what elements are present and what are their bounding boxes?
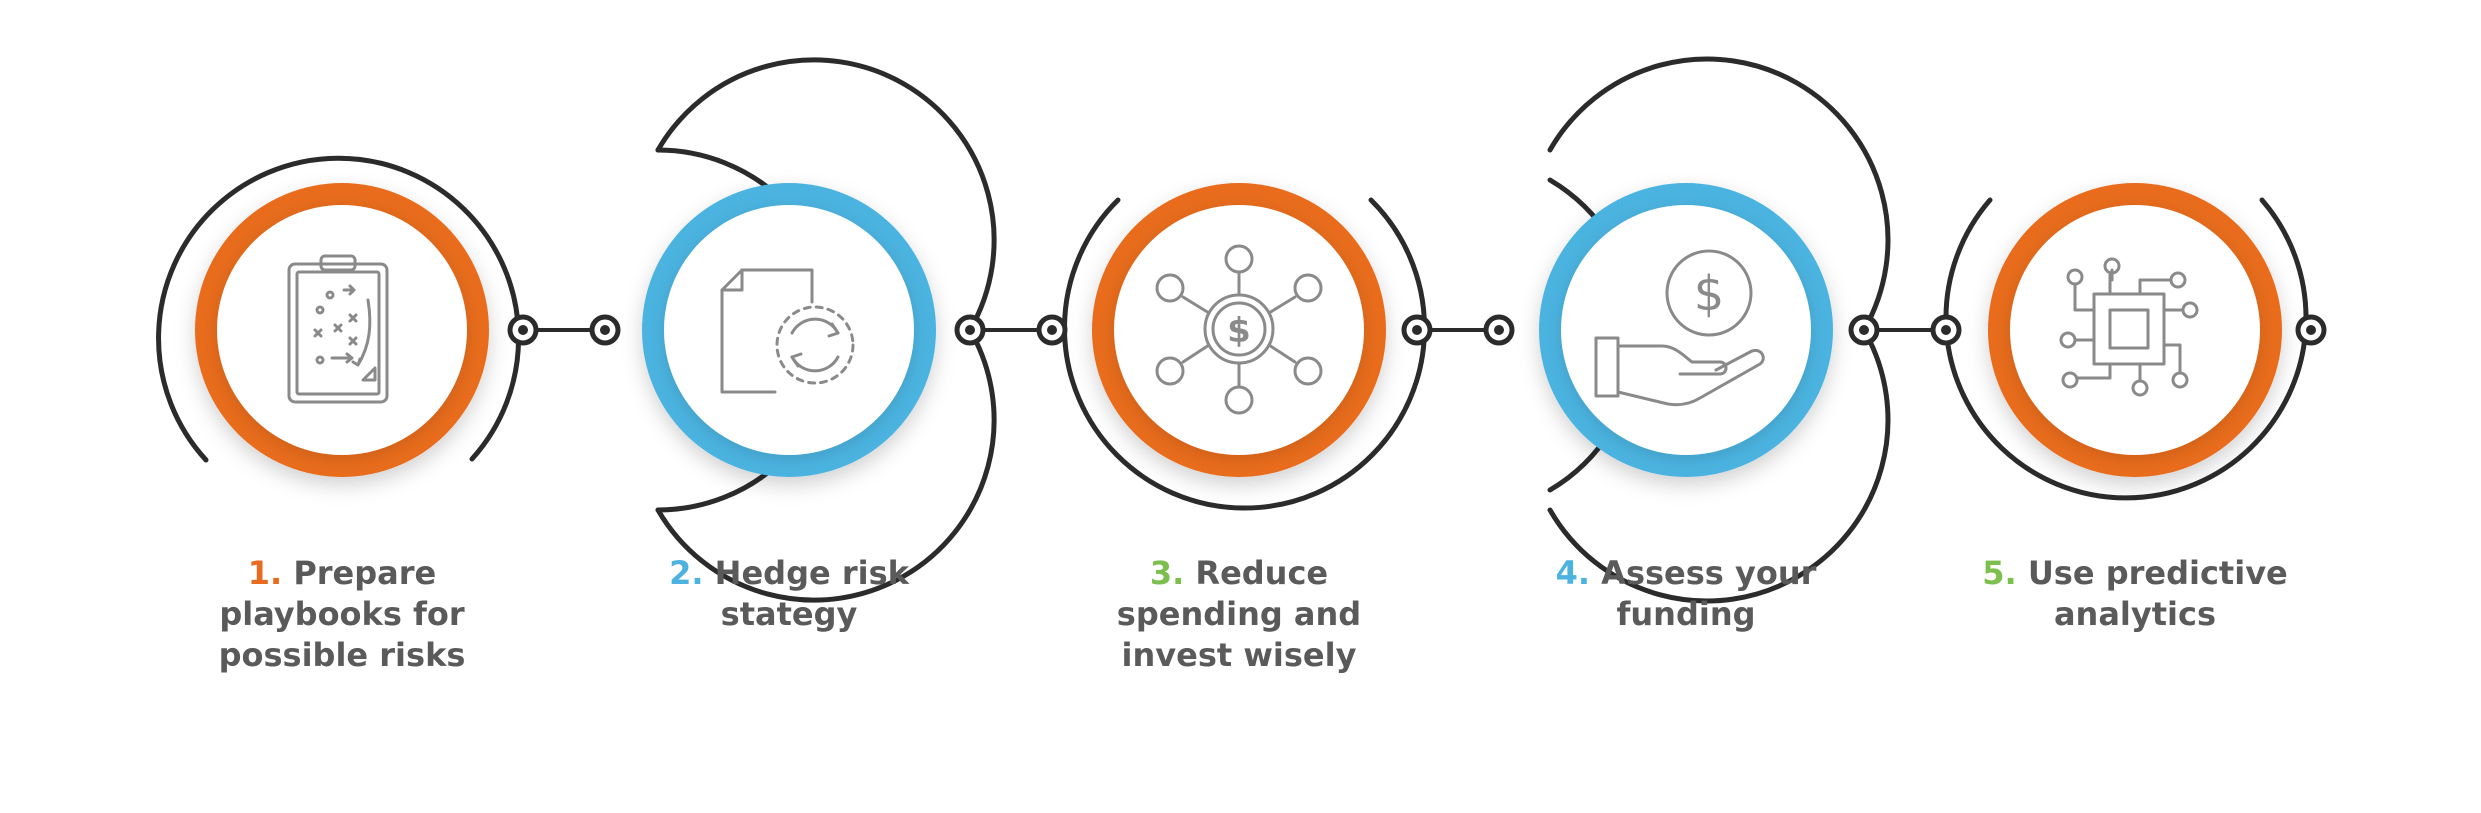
processor-chip-icon xyxy=(2059,257,2199,397)
svg-text:$: $ xyxy=(1227,311,1251,351)
step-5-circle xyxy=(1988,183,2282,477)
connector-node-dot-2 xyxy=(600,325,610,335)
hand-dollar-icon: $ xyxy=(1594,249,1765,407)
step-2-inner xyxy=(664,205,914,455)
arc-step-2-bottom xyxy=(655,327,997,603)
connector-node-dot-5 xyxy=(1412,325,1422,335)
step-1-label: 1. Prepare playbooks for possible risks xyxy=(152,553,532,676)
arc-step-2-top xyxy=(655,57,997,333)
connector-node-dot-8 xyxy=(1941,325,1951,335)
step-1-number: 1. xyxy=(247,554,283,592)
step-3-number: 3. xyxy=(1149,554,1185,592)
connector-nodes xyxy=(507,314,2327,346)
step-5-inner xyxy=(2010,205,2260,455)
connector-node-dot-3 xyxy=(965,325,975,335)
clipboard-playbook-icon xyxy=(287,254,389,404)
step-5-text: Use predictive analytics xyxy=(2027,554,2288,633)
step-4-text: Assess your funding xyxy=(1601,554,1817,633)
step-3-label: 3. Reduce spending and invest wisely xyxy=(1049,553,1429,676)
step-2-label: 2. Hedge risk stategy xyxy=(599,553,979,635)
connector-node-dot-7 xyxy=(1859,325,1869,335)
step-2-text: Hedge risk stategy xyxy=(714,554,909,633)
step-2-circle xyxy=(642,183,936,477)
step-2-number: 2. xyxy=(669,554,704,592)
step-5-number: 5. xyxy=(1982,554,2017,592)
step-5-label: 5. Use predictive analytics xyxy=(1945,553,2325,635)
arc-step-4-bottom xyxy=(1547,327,1891,604)
step-3-circle xyxy=(1092,183,1386,477)
dollar-network-icon: $ xyxy=(1155,244,1323,415)
arc-step-4-top xyxy=(1547,56,1891,333)
step-3-text: Reduce spending and invest wisely xyxy=(1116,554,1362,674)
step-1-text: Prepare playbooks for possible risks xyxy=(218,554,466,674)
connector-node-dot-6 xyxy=(1494,325,1504,335)
connector-node-dot-4 xyxy=(1047,325,1057,335)
step-4-circle xyxy=(1539,183,1833,477)
step-4-label: 4. Assess your funding xyxy=(1496,553,1876,635)
step-4-number: 4. xyxy=(1555,554,1591,592)
connector-node-dot-9 xyxy=(2306,325,2316,335)
step-4-inner xyxy=(1561,205,1811,455)
step-3-inner xyxy=(1114,205,1364,455)
extra-arcs xyxy=(655,56,1891,604)
connector-node-dot-1 xyxy=(518,325,528,335)
document-refresh-icon xyxy=(720,268,855,394)
svg-text:$: $ xyxy=(1694,266,1725,322)
